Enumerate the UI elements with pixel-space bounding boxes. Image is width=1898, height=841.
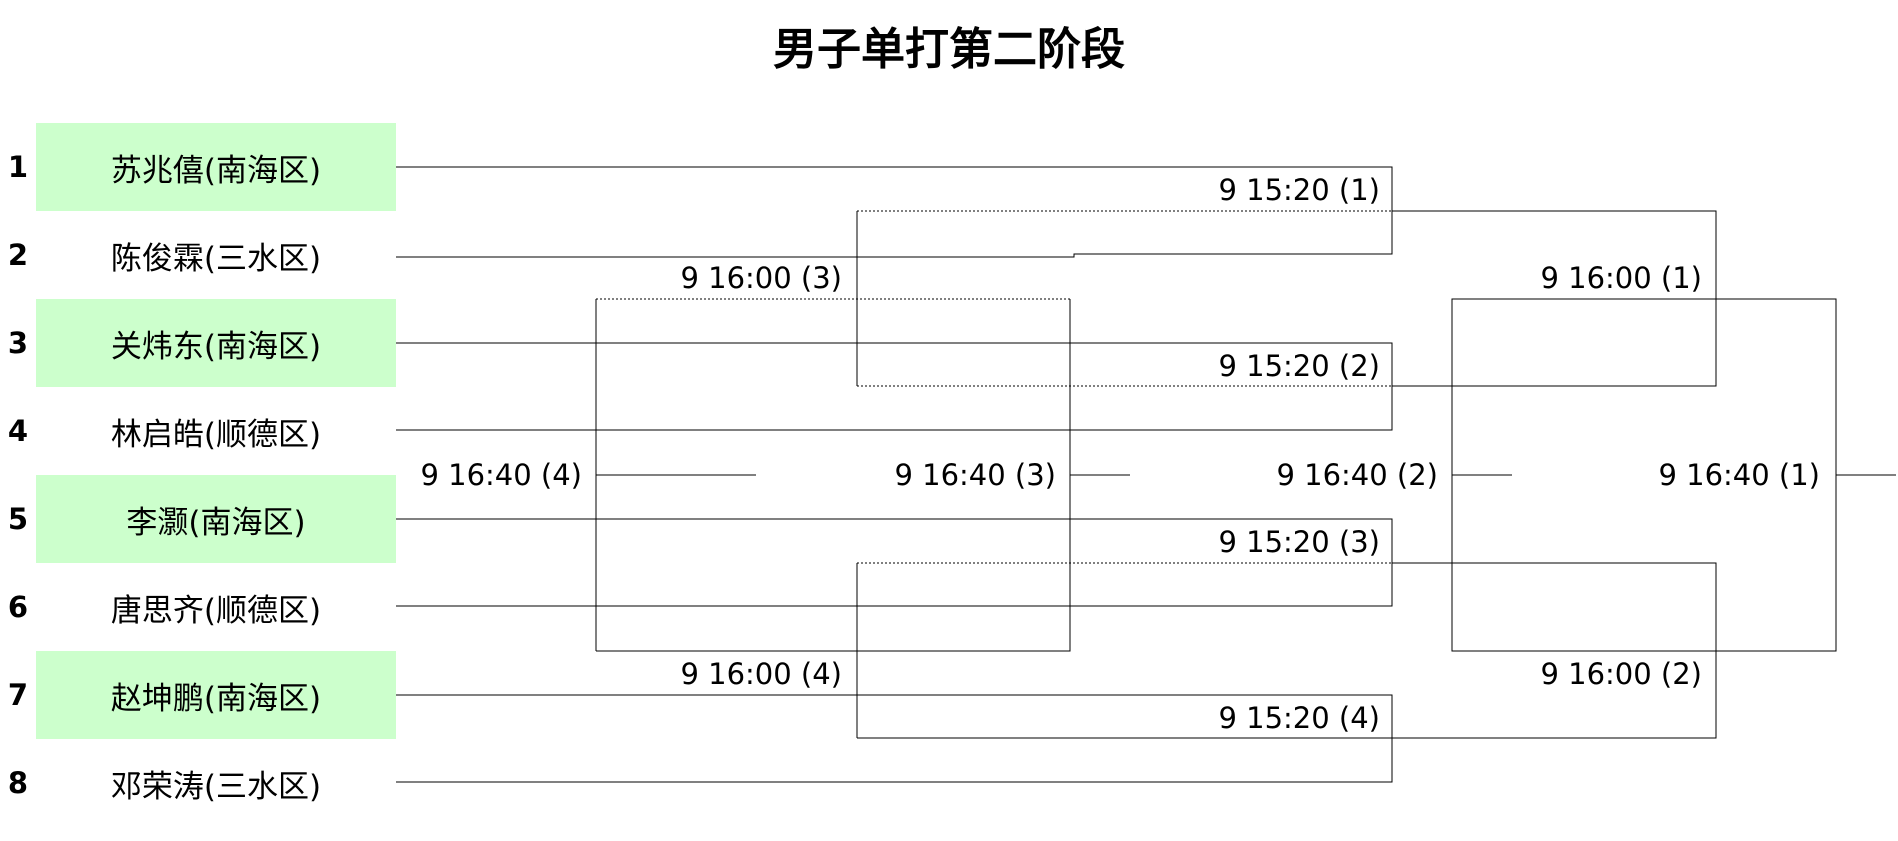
- player-cell: 关炜东(南海区): [36, 299, 396, 387]
- seed-number: 5: [7, 502, 29, 536]
- player-cell: 赵坤鹏(南海区): [36, 651, 396, 739]
- match-label: 9 15:20 (3): [1218, 525, 1380, 559]
- seed-number: 7: [7, 678, 29, 712]
- seed-number: 8: [7, 766, 29, 800]
- match-label: 9 16:40 (3): [894, 458, 1056, 492]
- seed-number: 4: [7, 414, 29, 448]
- match-label: 9 16:00 (2): [1540, 657, 1702, 691]
- seed-number: 2: [7, 238, 29, 272]
- match-label: 9 15:20 (2): [1218, 349, 1380, 383]
- match-label: 9 16:40 (2): [1276, 458, 1438, 492]
- match-label: 9 16:00 (1): [1540, 261, 1702, 295]
- player-cell: 苏兆僖(南海区): [36, 123, 396, 211]
- player-cell: 唐思齐(顺德区): [110, 592, 322, 629]
- match-label: 9 16:40 (1): [1658, 458, 1820, 492]
- match-label: 9 16:00 (4): [680, 657, 842, 691]
- player-cell: 李灏(南海区): [36, 475, 396, 563]
- match-label: 9 16:40 (4): [420, 458, 582, 492]
- seed-number: 3: [7, 326, 29, 360]
- player-cell: 邓荣涛(三水区): [110, 768, 322, 805]
- r1-connector: [396, 166, 1393, 258]
- seed-number: 1: [7, 150, 29, 184]
- player-cell: 陈俊霖(三水区): [110, 240, 322, 277]
- match-label: 9 15:20 (4): [1218, 701, 1380, 735]
- player-cell: 林启皓(顺德区): [110, 416, 322, 453]
- match-label: 9 16:00 (3): [680, 261, 842, 295]
- page-title: 男子单打第二阶段: [773, 24, 1125, 75]
- match-label: 9 15:20 (1): [1218, 173, 1380, 207]
- seed-number: 6: [7, 590, 29, 624]
